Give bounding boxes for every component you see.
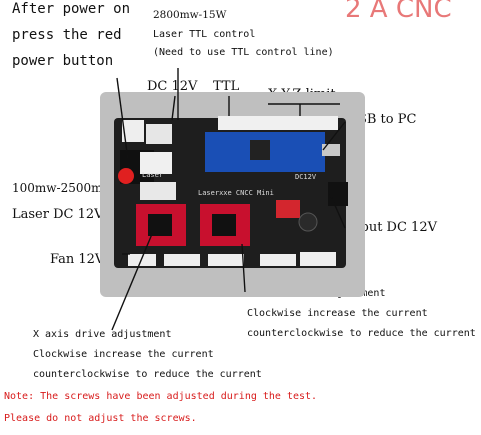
ttl-label: TTL	[213, 79, 240, 94]
note-line-2: Please do not adjust the screws.	[4, 413, 197, 424]
laser-dc-label: Laser DC 12V	[12, 207, 104, 222]
fan-label: Fan 12V	[50, 252, 105, 267]
note-line-1: Note: The screws have been adjusted duri…	[4, 391, 318, 402]
x-adjust-line-2: Clockwise increase the current	[33, 349, 214, 360]
after-power-line-1: After power on	[12, 1, 131, 17]
laser-range-label: 100mw-2500mw	[12, 181, 113, 195]
y-adjust-line-3: counterclockwise to reduce the current	[247, 328, 476, 339]
input-dc-label: Input DC 12V	[347, 220, 437, 235]
after-power-line-2: press the red	[12, 27, 122, 43]
x-adjust-line-3: counterclockwise to reduce the current	[33, 369, 262, 380]
silk-laser-text: Laser	[142, 171, 164, 179]
watermark: 2 A CNC	[345, 0, 452, 24]
laser-ttl-label: Laser TTL control	[153, 29, 256, 40]
after-power-line-3: power button	[12, 53, 114, 69]
controller-board-photo: Laserxxe CNCC Mini DC12V Laser	[100, 92, 365, 297]
silk-dc12v-text: DC12V	[295, 173, 317, 181]
laser-ttl-note: (Need to use TTL control line)	[153, 47, 334, 58]
y-adjust-line-2: Clockwise increase the current	[247, 308, 428, 319]
x-adjust-line-1: X axis drive adjustment	[33, 329, 172, 340]
laser-power-spec: 2800mw-15W	[153, 9, 227, 21]
silk-brand-text: Laserxxe CNCC Mini	[198, 189, 274, 197]
dc12v-label: DC 12V	[147, 79, 198, 94]
